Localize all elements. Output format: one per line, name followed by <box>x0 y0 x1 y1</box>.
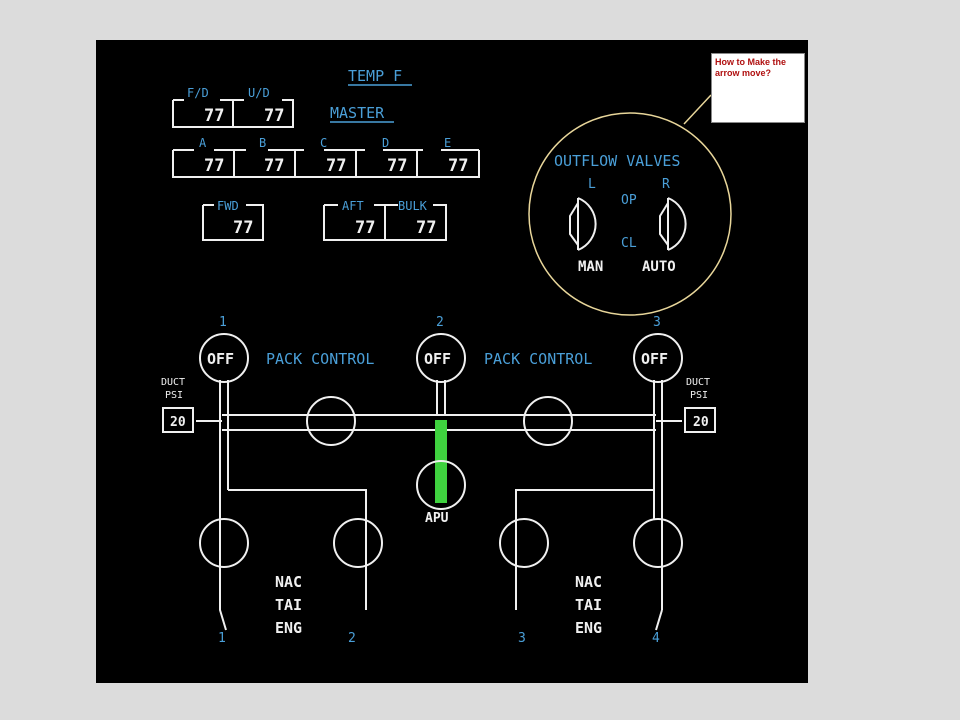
pack2-state: OFF <box>424 350 451 368</box>
isolation-valve-left <box>306 396 356 446</box>
ecs-diagram: TEMP F MASTER F/D U/D 77 77 A B C D E 77… <box>161 67 732 646</box>
callout-line <box>683 94 712 125</box>
nac-left: NAC <box>275 573 302 591</box>
pack2-number: 2 <box>436 315 444 330</box>
zone-d-label: D <box>382 136 389 150</box>
engine4-number: 4 <box>652 631 660 646</box>
duct-right-label1: DUCT <box>686 377 710 388</box>
right-valve-gauge <box>667 197 687 251</box>
pack3-state: OFF <box>641 350 668 368</box>
engine3-valve <box>499 518 549 568</box>
zone-a-label: A <box>199 136 207 150</box>
master-label: MASTER <box>330 104 385 122</box>
duct-right-value: 20 <box>693 415 709 430</box>
ud-box <box>232 99 294 128</box>
ud-label: U/D <box>248 86 270 100</box>
zones-dividers <box>233 150 418 177</box>
aft-bulk-box <box>323 204 447 241</box>
zone-c-label: C <box>320 136 327 150</box>
zone-a-value: 77 <box>204 156 224 176</box>
fd-value: 77 <box>204 106 224 126</box>
fd-label: F/D <box>187 86 209 100</box>
outflow-op-label: OP <box>621 193 637 208</box>
apu-label: APU <box>425 511 449 526</box>
pack2-circle <box>416 333 466 383</box>
zone-b-value: 77 <box>264 156 284 176</box>
ecs-synoptic-display: TEMP F MASTER F/D U/D 77 77 A B C D E 77… <box>96 40 808 683</box>
zone-d-value: 77 <box>387 156 407 176</box>
outflow-right-mode: AUTO <box>642 259 676 275</box>
outflow-left-label: L <box>588 177 596 192</box>
duct-psi-left-box <box>162 407 194 433</box>
engine1-number: 1 <box>218 631 226 646</box>
pack1-number: 1 <box>219 315 227 330</box>
fwd-box <box>202 204 264 241</box>
pack3-circle <box>633 333 683 383</box>
duct-lines <box>196 380 682 631</box>
outflow-valve-gauges <box>569 197 687 251</box>
left-valve-needle <box>569 202 579 246</box>
zones-box <box>172 150 480 178</box>
engine2-number: 2 <box>348 631 356 646</box>
engine1-valve <box>199 518 249 568</box>
zone-b-label: B <box>259 136 266 150</box>
aft-value: 77 <box>355 218 375 238</box>
outflow-highlight-circle <box>528 112 732 316</box>
tai-left: TAI <box>275 596 302 614</box>
bulk-label: BULK <box>398 199 428 213</box>
engine4-valve <box>633 518 683 568</box>
zone-e-value: 77 <box>448 156 468 176</box>
duct-left-label1: DUCT <box>161 377 185 388</box>
duct-psi-right-box <box>684 407 716 433</box>
pack1-circle <box>199 333 249 383</box>
eng-right: ENG <box>575 619 602 637</box>
ud-value: 77 <box>264 106 284 126</box>
pack1-state: OFF <box>207 350 234 368</box>
bulk-value: 77 <box>416 218 436 238</box>
outflow-right-label: R <box>662 177 670 192</box>
temp-title: TEMP F <box>348 67 402 85</box>
annotation-note: How to Make the arrow move? <box>711 53 805 123</box>
fwd-label: FWD <box>217 199 239 213</box>
pack-control-left: PACK CONTROL <box>266 350 374 368</box>
duct-right-label2: PSI <box>690 390 708 401</box>
outflow-cl-label: CL <box>621 236 637 251</box>
engine2-valve <box>333 518 383 568</box>
aft-label: AFT <box>342 199 364 213</box>
pack-control-right: PACK CONTROL <box>484 350 592 368</box>
duct-left-value: 20 <box>170 415 186 430</box>
outflow-left-mode: MAN <box>578 259 603 275</box>
outflow-title: OUTFLOW VALVES <box>554 152 680 170</box>
engine3-number: 3 <box>518 631 526 646</box>
eng-left: ENG <box>275 619 302 637</box>
isolation-valve-right <box>523 396 573 446</box>
zone-e-label: E <box>444 136 451 150</box>
valve-circles <box>199 333 683 568</box>
pack3-number: 3 <box>653 315 661 330</box>
fwd-value: 77 <box>233 218 253 238</box>
nac-right: NAC <box>575 573 602 591</box>
zone-c-value: 77 <box>326 156 346 176</box>
right-valve-needle <box>659 202 669 246</box>
apu-valve <box>416 460 466 510</box>
tai-right: TAI <box>575 596 602 614</box>
duct-left-label2: PSI <box>165 390 183 401</box>
left-valve-gauge <box>577 197 597 251</box>
